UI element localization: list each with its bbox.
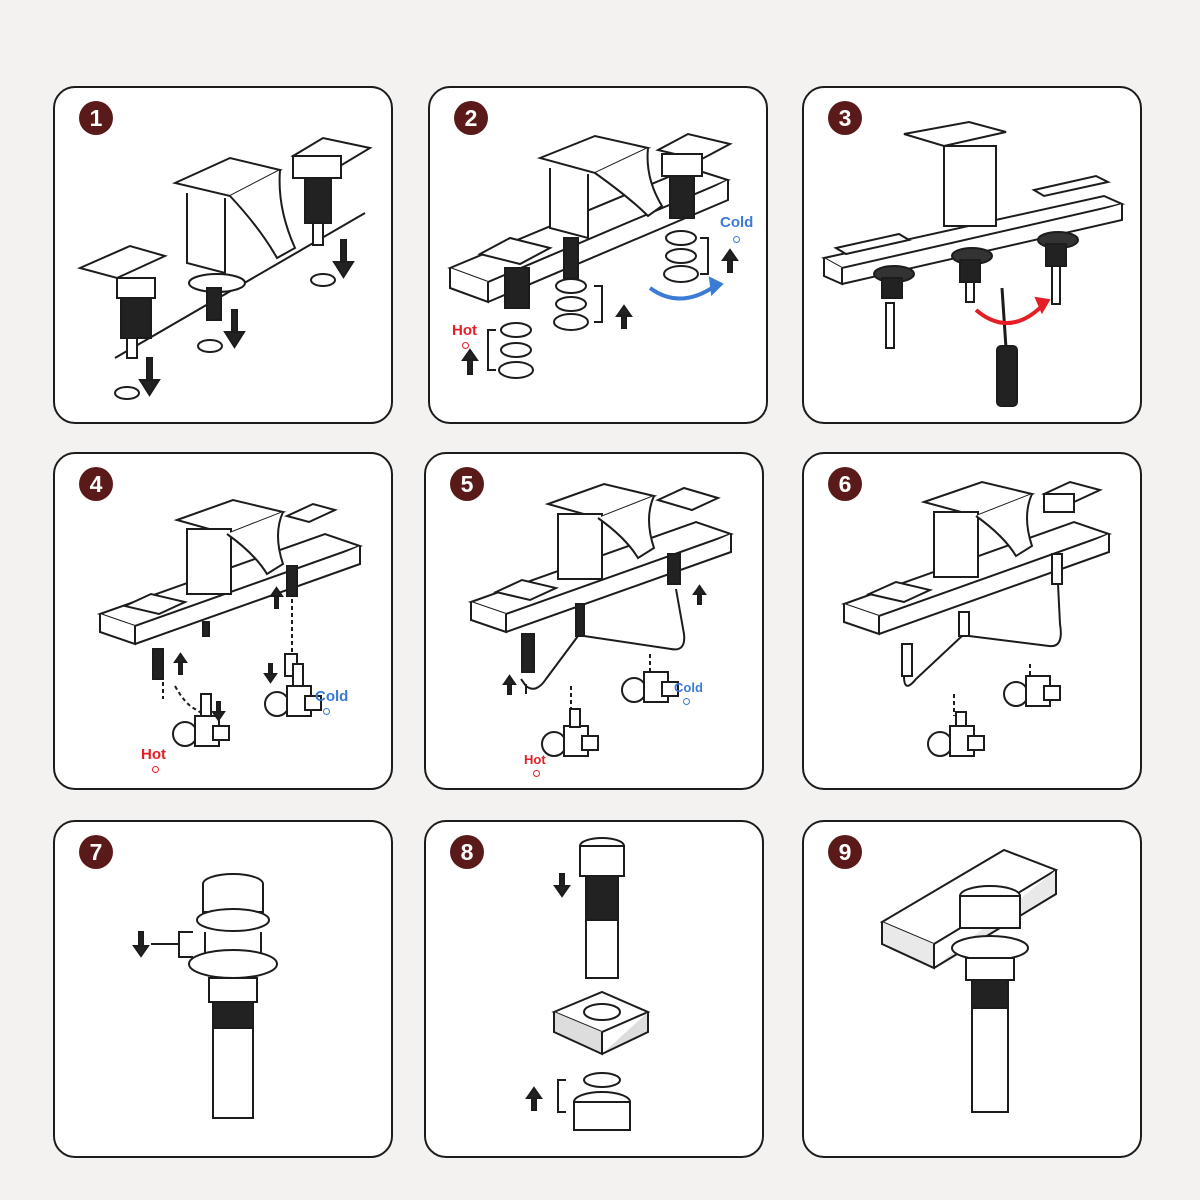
handle-icon [477,236,553,309]
arrow-up-icon [173,586,284,675]
step-9-badge: 9 [828,835,862,869]
step-1-illustration [77,136,373,400]
step-5-badge: 5 [450,467,484,501]
cold-marker-icon [323,708,330,715]
step-8-panel: 8 [424,820,764,1158]
step-4-illustration [96,498,364,747]
step-5-panel: 5 [424,452,764,790]
step-8-badge: 8 [450,835,484,869]
cold-marker-icon [683,698,690,705]
cold-marker-icon [733,236,740,243]
washer-icon [310,273,336,287]
step-3-badge: 3 [828,101,862,135]
angle-valve-icon [172,663,322,747]
screwdriver-icon [996,287,1018,407]
step-3-panel: 3 [802,86,1142,424]
step-2-illustration [447,132,739,379]
washer-icon [498,230,699,379]
handle-icon [77,244,168,359]
step-3-illustration [821,120,1126,407]
hot-marker-icon [152,766,159,773]
drain-icon [188,873,278,1119]
arrow-up-icon [461,248,739,375]
cold-label: Cold [674,680,703,695]
hot-marker-icon [462,342,469,349]
step-5-illustration [467,482,735,757]
step-4-panel: 4 [53,452,393,790]
arrow-up-icon [525,873,571,1111]
step-6-badge: 6 [828,467,862,501]
hot-label: Hot [524,752,546,767]
step-2-panel: 2 [428,86,768,424]
hot-label: Hot [452,322,477,339]
step-1-panel: 1 [53,86,393,424]
step-9-illustration [879,848,1059,1113]
faucet-icon [173,498,287,595]
arrow-down-icon [211,663,278,722]
washer-icon [197,339,223,353]
step-6-illustration [840,480,1113,757]
step-7-illustration [132,873,278,1119]
handle-icon [655,132,733,219]
handle-icon [865,480,1103,604]
step-2-badge: 2 [454,101,488,135]
drain-icon [579,837,625,979]
handle-icon [290,136,373,246]
hot-marker-icon [533,770,540,777]
faucet-icon [544,482,658,580]
arrow-up-icon [502,584,707,695]
washer-icon [583,1072,621,1088]
arrow-down-icon [132,931,150,958]
drain-icon [873,231,1079,349]
step-9-panel: 9 [802,820,1142,1158]
handle-icon [492,486,721,602]
faucet-icon [171,156,297,321]
angle-valve-icon [927,675,1061,757]
washer-icon [114,386,140,400]
step-8-illustration [525,837,651,1131]
hot-label: Hot [141,746,166,763]
faucet-icon [920,480,1036,578]
faucet-icon [536,134,664,279]
step-1-badge: 1 [79,101,113,135]
step-4-badge: 4 [79,467,113,501]
arrow-down-icon [138,239,355,397]
cold-label: Cold [315,688,349,705]
angle-valve-icon [541,671,679,757]
step-6-panel: 6 [802,452,1142,790]
faucet-icon [903,120,1007,227]
handle-icon [121,502,338,616]
step-7-badge: 7 [79,835,113,869]
drain-icon [951,885,1029,1113]
cold-label: Cold [720,214,754,231]
step-7-panel: 7 [53,820,393,1158]
